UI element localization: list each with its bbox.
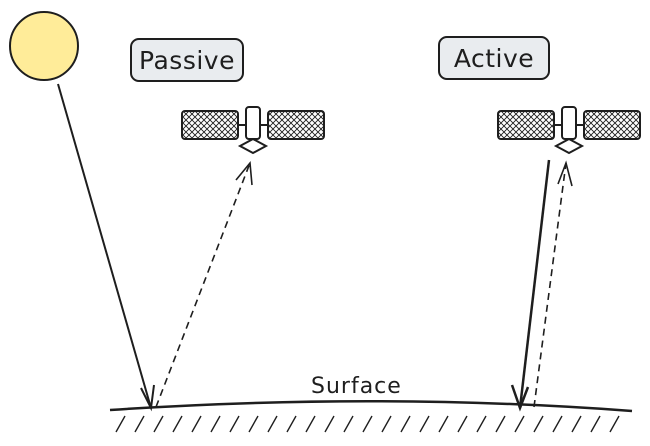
- surface-hatch-mark: [571, 415, 582, 433]
- surface-hatch-mark: [153, 415, 164, 433]
- surface-hatch-mark: [476, 415, 487, 433]
- surface-hatch-mark: [134, 415, 145, 433]
- surface-hatch-mark: [305, 415, 316, 433]
- surface-hatch-mark: [248, 415, 259, 433]
- sun-icon: [9, 11, 79, 81]
- passive-label: Passive: [130, 38, 244, 82]
- surface-line: [109, 399, 633, 413]
- surface-hatch-mark: [286, 415, 297, 433]
- surface-hatch-mark: [343, 415, 354, 433]
- passive-reflected-ray-arrow: [155, 160, 253, 408]
- surface-hatch-mark: [267, 415, 278, 433]
- surface-hatch-mark: [400, 415, 411, 433]
- surface-hatch-mark: [495, 415, 506, 433]
- satellite-icon-passive: [181, 106, 325, 155]
- surface-hatch-mark: [457, 415, 468, 433]
- surface-hatch-mark: [115, 415, 126, 433]
- surface-hatch-mark: [324, 415, 335, 433]
- active-emitted-ray-arrow: [510, 159, 551, 412]
- surface-hatch-mark: [419, 415, 430, 433]
- surface-hatch-mark: [229, 415, 240, 433]
- sunlight-ray-arrow: [57, 83, 155, 412]
- active-returned-ray-arrow: [533, 160, 573, 408]
- surface-hatch-mark: [362, 415, 373, 433]
- surface-hatching: [115, 415, 620, 433]
- surface-hatch-mark: [438, 415, 449, 433]
- surface-hatch-mark: [552, 415, 563, 433]
- surface-hatch-mark: [514, 415, 525, 433]
- surface-label: Surface: [311, 374, 402, 399]
- surface-hatch-mark: [172, 415, 183, 433]
- surface-hatch-mark: [381, 415, 392, 433]
- satellite-icon-active: [497, 106, 641, 155]
- surface-hatch-mark: [590, 415, 601, 433]
- surface-hatch-mark: [191, 415, 202, 433]
- active-label: Active: [438, 36, 550, 80]
- surface-hatch-mark: [533, 415, 544, 433]
- surface-hatch-mark: [210, 415, 221, 433]
- surface-hatch-mark: [609, 415, 620, 433]
